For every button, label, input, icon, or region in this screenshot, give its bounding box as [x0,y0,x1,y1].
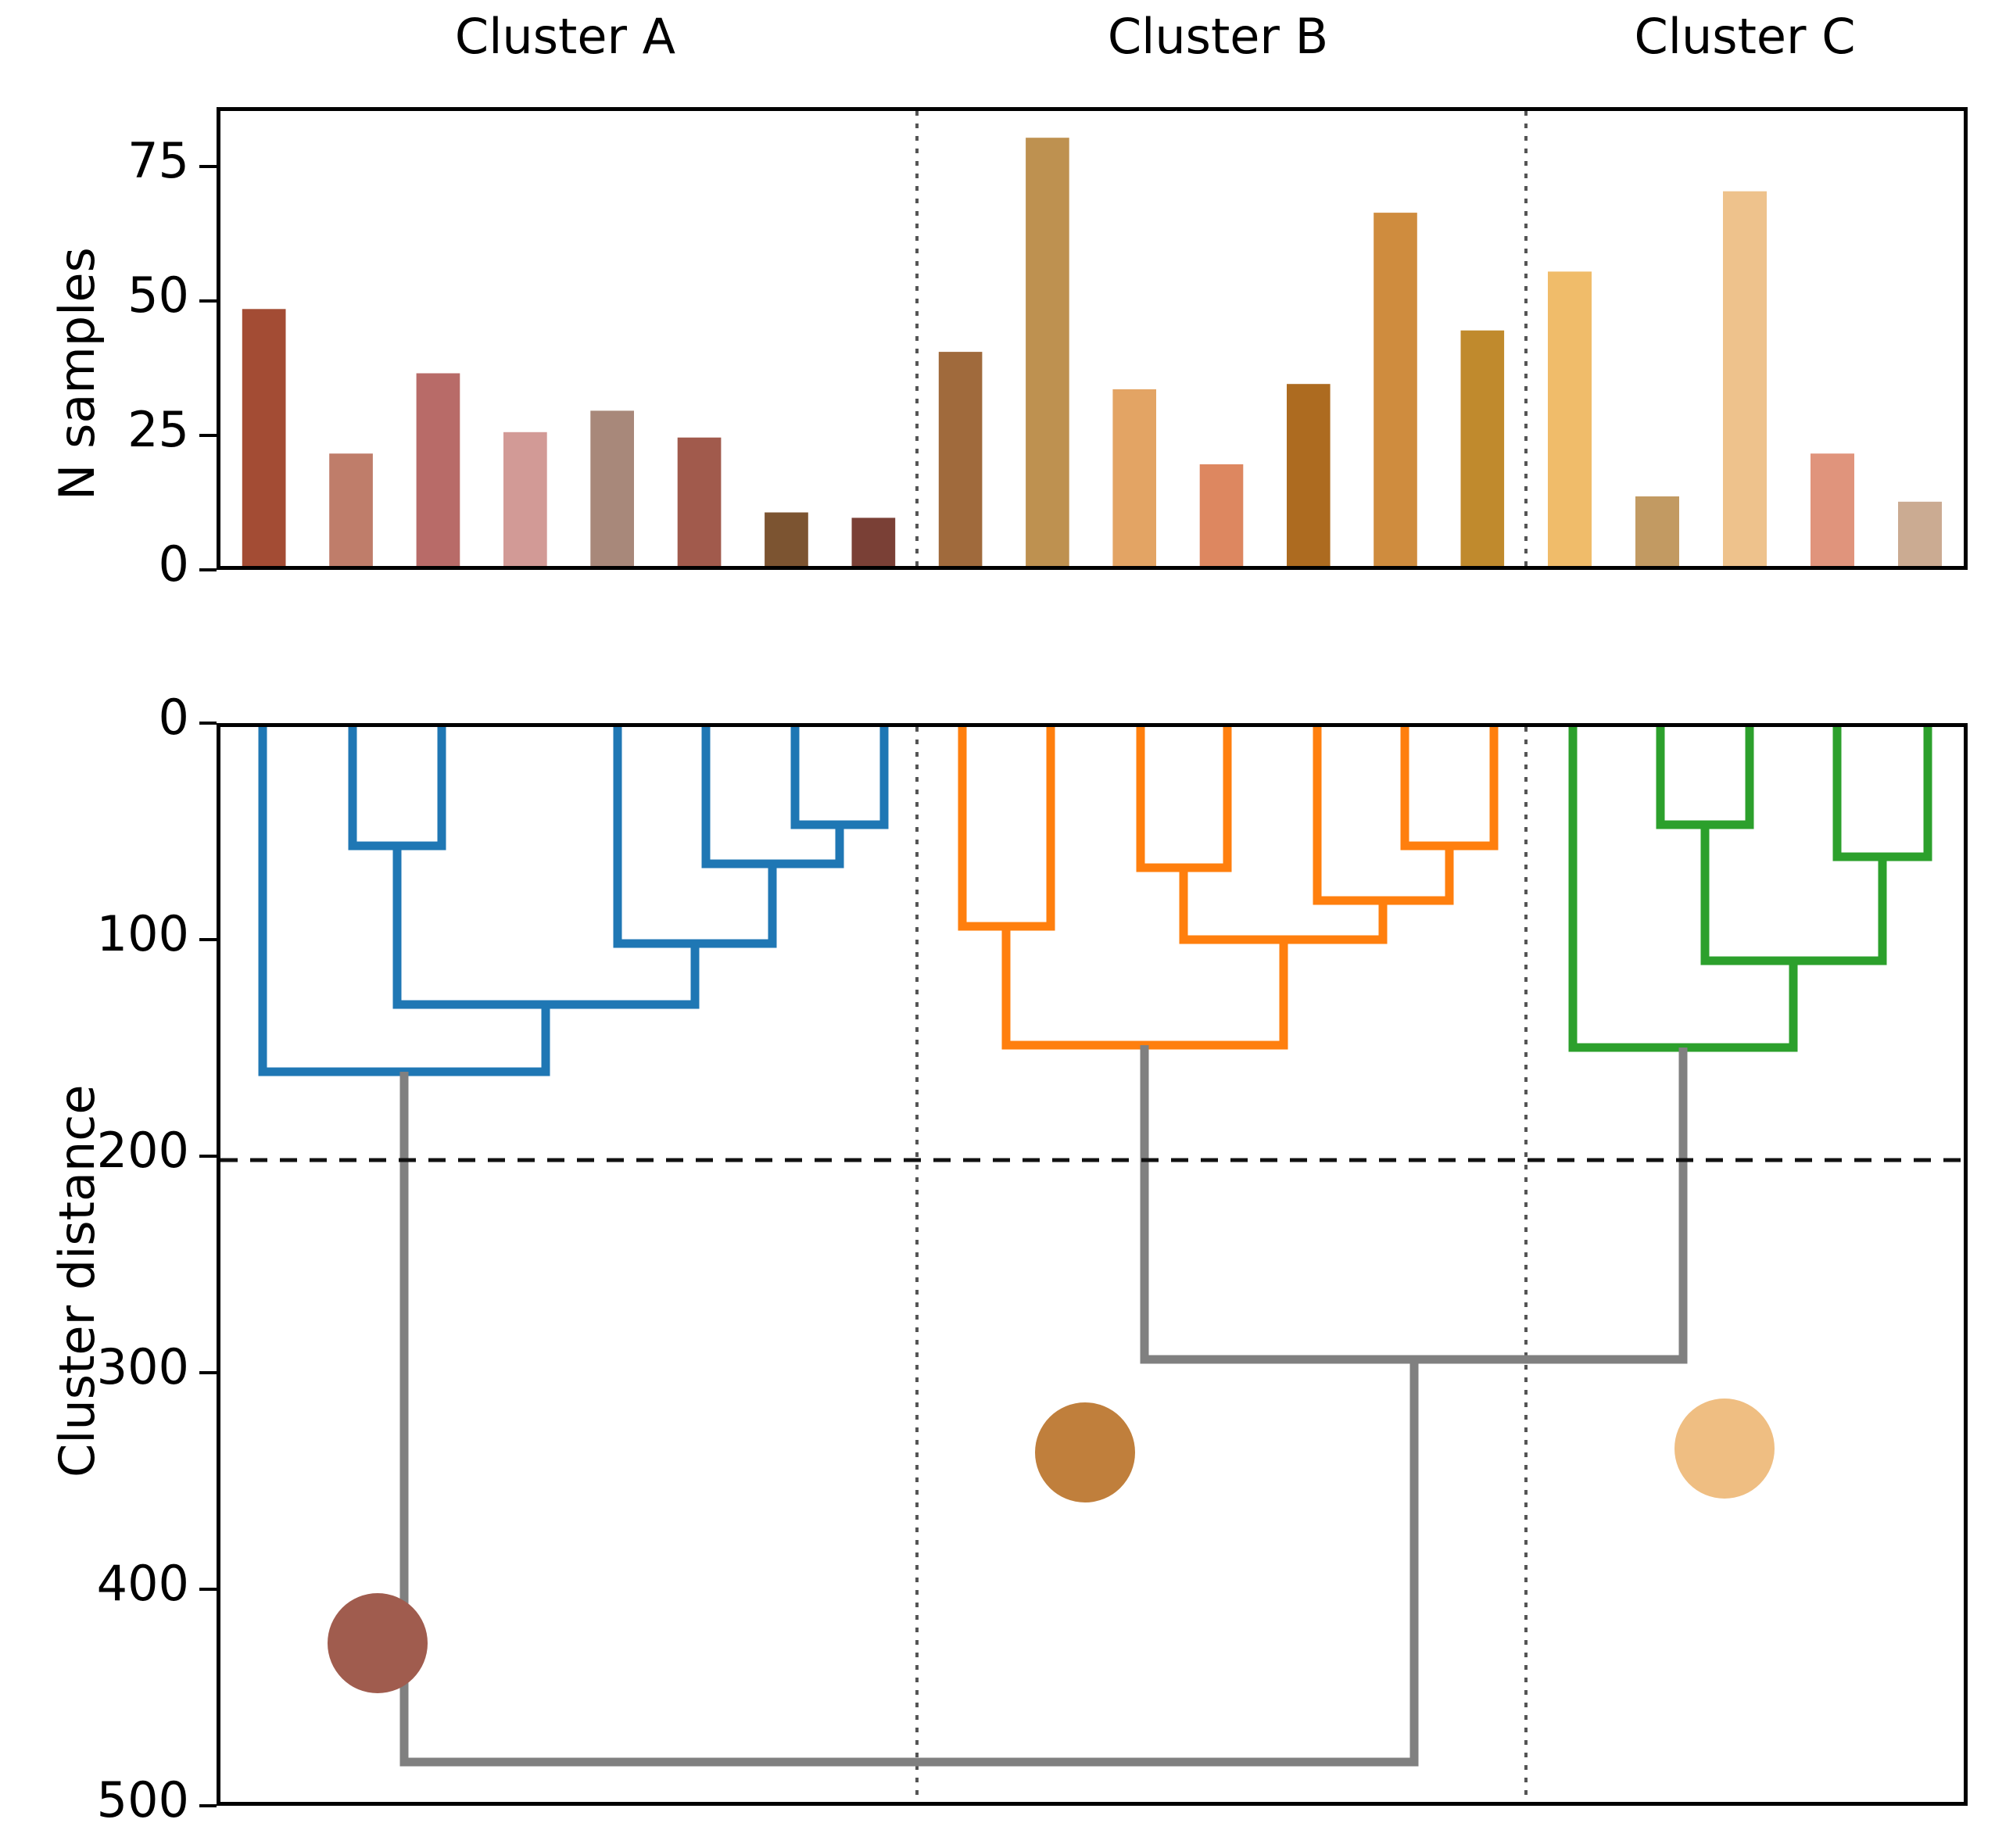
dendrogram-svg [220,727,1964,1802]
cluster-title-c: Cluster C [1634,8,1856,65]
dendrogram-tick-label: 400 [96,1555,189,1612]
bar [416,373,460,566]
bar [503,432,547,566]
dendrogram-panel [217,723,1968,1806]
bar [1112,389,1156,566]
bar [1811,453,1854,566]
dendrogram-tick-mark [199,722,217,725]
bar-chart-tick-mark [199,434,217,437]
dendrogram-ylabel: Cluster distance [48,1084,106,1477]
bar-chart-tick-label: 75 [127,132,189,189]
dendrogram-tick-label: 200 [96,1122,189,1179]
bar-chart-svg [242,111,1942,566]
bar [938,352,983,566]
bar-chart-tick-label: 50 [127,267,189,324]
bar [851,518,896,566]
bar-chart-tick-label: 25 [127,401,189,458]
dendrogram-tick-mark [199,1588,217,1591]
bar [1199,464,1244,566]
bar-chart-tick-label: 0 [158,535,189,593]
dendrogram-root-links [399,1045,1688,1767]
dendrogram-tick-label: 0 [158,689,189,746]
dendrogram-tick-mark [199,1804,217,1807]
bar [590,410,634,566]
bar [329,453,373,566]
bar-chart-tick-mark [199,299,217,303]
dendrogram-tick-mark [199,1371,217,1374]
bar [1548,271,1592,566]
dendrogram-tick-label: 300 [96,1338,189,1395]
dendrogram-cluster-c [1568,727,1932,1052]
bar [1026,138,1069,566]
bar [1635,496,1679,566]
cluster-title-b: Cluster B [1107,8,1329,65]
cluster-title-a: Cluster A [454,8,676,65]
dendrogram-tick-mark [199,938,217,941]
cluster-marker-a [328,1593,428,1693]
bar [677,437,722,566]
bars-group [242,138,1942,566]
bar-chart-panel [217,107,1968,570]
cluster-marker-b [1035,1402,1135,1502]
dendrogram-tick-mark [199,1155,217,1158]
bar [242,309,286,566]
bar-chart-tick-mark [199,165,217,168]
dendrogram-cluster-a [258,727,889,1076]
dendrogram-tick-label: 500 [96,1771,189,1828]
cluster-marker-c [1674,1399,1775,1499]
bar [1460,330,1505,566]
bar-chart-tick-mark [199,568,217,571]
dendrogram-cluster-b [958,727,1499,1050]
bar [1374,213,1417,566]
bar [765,512,808,566]
bar [1898,501,1942,566]
bar [1287,384,1331,566]
bar-chart-ylabel: N samples [48,247,106,500]
bar [1723,191,1767,566]
dendrogram-tick-label: 100 [96,905,189,962]
